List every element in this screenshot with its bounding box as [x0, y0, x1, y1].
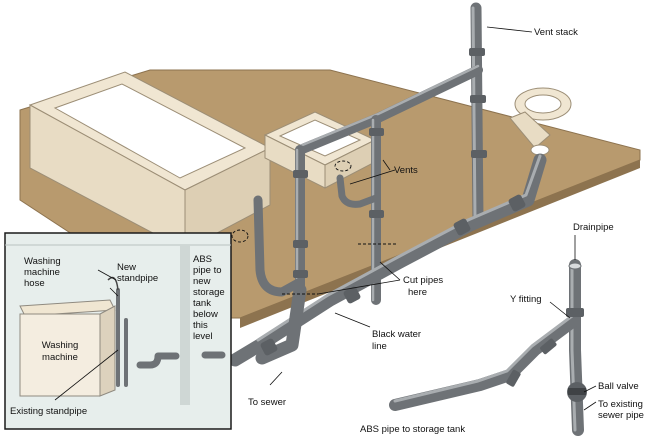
inset-pipes: [107, 276, 226, 387]
label-abs-storage-tank: ABS pipe to storage tank: [360, 424, 465, 435]
label-cut-pipes-1: Cut pipes: [403, 275, 443, 286]
y-fitting-detail: [389, 259, 584, 436]
label-cut-pipes-2: here: [408, 287, 427, 298]
inset-label-hose-1: Washing: [24, 256, 61, 267]
label-vents: Vents: [394, 165, 418, 176]
label-black-water-2: line: [372, 341, 387, 352]
leader-lines: [54, 26, 597, 411]
inset-label-abs-2: pipe to: [193, 265, 222, 276]
inset-label-existing-standpipe: Existing standpipe: [10, 406, 87, 417]
inset-label-washing-machine-2: machine: [42, 352, 78, 363]
inset-label-abs-6: below: [193, 309, 218, 320]
inset-label-hose-3: hose: [24, 278, 45, 289]
labels-main: Vent stack Vents Cut pipes here Black wa…: [248, 27, 644, 435]
label-black-water-1: Black water: [372, 329, 421, 340]
inset-label-abs-4: storage: [193, 287, 225, 298]
ball-valve-icon: [567, 382, 587, 402]
inset-label-new-standpipe-1: New: [117, 262, 136, 273]
inset-label-hose-2: machine: [24, 267, 60, 278]
label-to-existing-2: sewer pipe: [598, 410, 644, 421]
pipe-network: [228, 2, 547, 367]
inset-label-abs-7: this: [193, 320, 208, 331]
label-ball-valve: Ball valve: [598, 381, 639, 392]
labels-inset: Washing machine hose New standpipe ABS p…: [10, 254, 225, 417]
label-drainpipe: Drainpipe: [573, 222, 614, 233]
inset-label-new-standpipe-2: standpipe: [117, 273, 158, 284]
bathtub: [28, 71, 272, 251]
inset-label-abs-1: ABS: [193, 254, 212, 265]
inset-label-abs-3: new: [193, 276, 211, 287]
inset-label-abs-8: level: [193, 331, 213, 342]
label-y-fitting: Y fitting: [510, 294, 542, 305]
washing-machine-icon: [19, 299, 116, 397]
label-to-existing-1: To existing: [598, 399, 643, 410]
label-vent-stack: Vent stack: [534, 27, 578, 38]
toilet: [509, 87, 572, 156]
inset-label-abs-5: tank: [193, 298, 211, 309]
label-to-sewer: To sewer: [248, 397, 286, 408]
inset-label-washing-machine-1: Washing: [42, 340, 79, 351]
